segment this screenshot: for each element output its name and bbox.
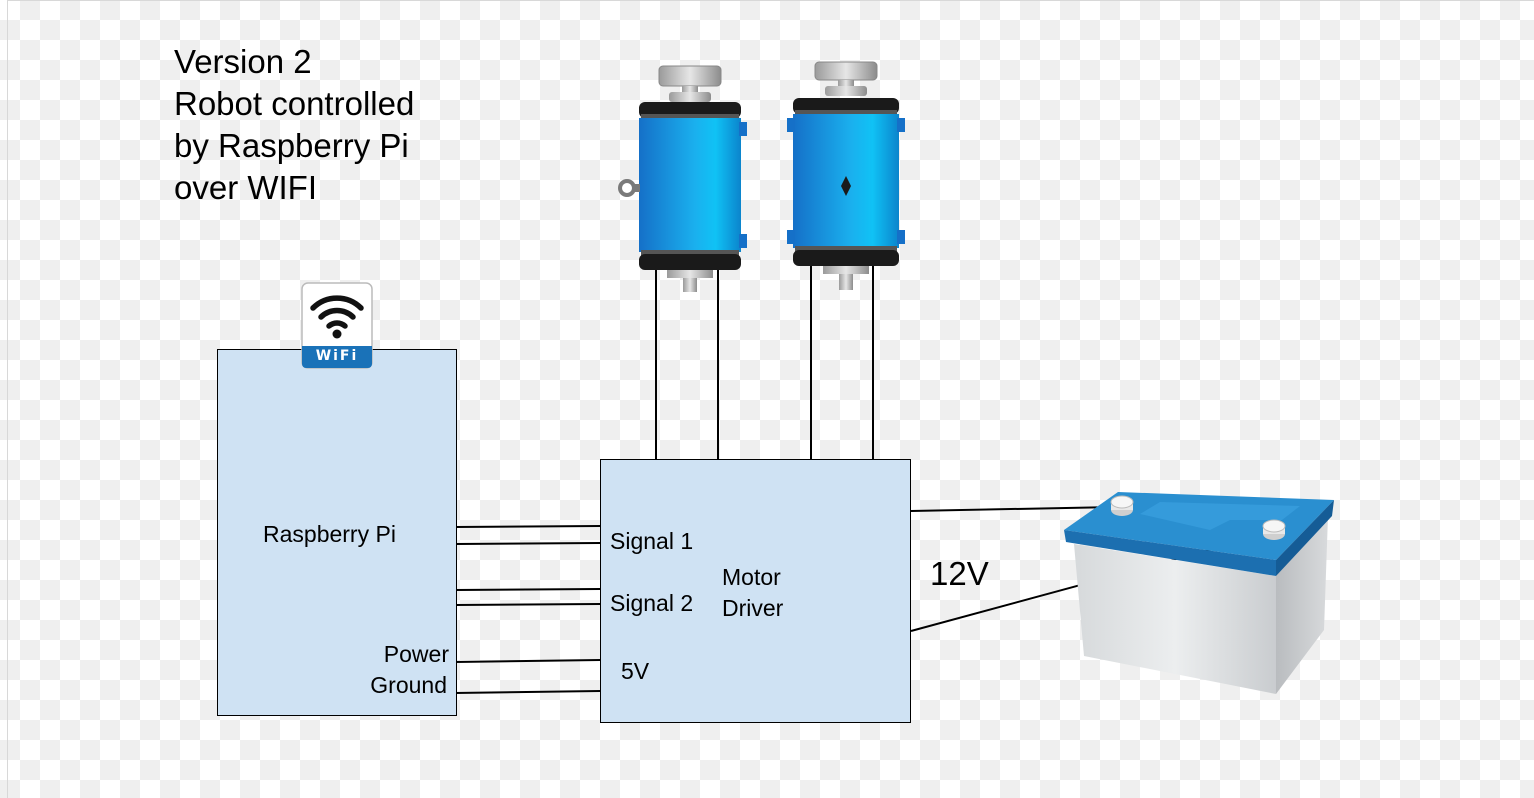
title-line-2: Robot controlled	[174, 85, 415, 122]
signal-1-label: Signal 1	[610, 528, 694, 554]
wire-ground	[454, 690, 601, 694]
wire-signal-1a	[454, 525, 601, 528]
pi-power-label: Power	[383, 641, 449, 667]
title-line-3: by Raspberry Pi	[174, 127, 409, 164]
canvas-left-border	[7, 0, 8, 798]
signal-2-label: Signal 2	[610, 590, 694, 616]
motor-1	[618, 65, 747, 292]
wire-signal-2b	[454, 603, 601, 606]
car-battery-icon	[1064, 492, 1334, 694]
wifi-icon	[301, 282, 373, 369]
motor-driver-label-line2: Driver	[722, 595, 784, 621]
title-line-4: over WIFI	[174, 169, 318, 206]
dc-motor-icon	[618, 65, 747, 292]
wire-battery-positive	[910, 506, 1117, 512]
raspberry-pi-label: Raspberry Pi	[263, 521, 396, 547]
car-battery	[1064, 492, 1334, 694]
raspberry-pi-box	[217, 349, 457, 716]
wire-signal-2a	[454, 588, 601, 591]
dc-motor-icon	[787, 61, 905, 290]
driver-5v-label: 5V	[621, 658, 650, 684]
wifi-badge-label: WiFi	[315, 348, 359, 364]
pi-ground-label: Ground	[370, 672, 447, 698]
title-line-1: Version 2	[174, 43, 312, 80]
battery-voltage-label: 12V	[930, 555, 989, 592]
motor-driver-box	[600, 459, 911, 723]
motor-driver-label-line1: Motor	[722, 564, 781, 590]
motor-2	[787, 61, 905, 290]
wire-signal-1b	[454, 542, 601, 545]
canvas-top-border	[7, 0, 1534, 1]
wire-power	[454, 659, 601, 663]
wifi-badge: WiFi	[301, 282, 373, 369]
